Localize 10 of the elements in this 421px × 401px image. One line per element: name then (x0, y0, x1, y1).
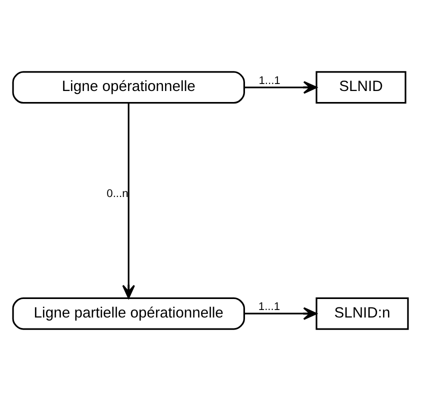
edge-label: 0...n (106, 188, 128, 200)
node-box: Ligne partielle opérationnelle (12, 297, 245, 330)
edge-label: 1...1 (258, 301, 280, 314)
node-box: SLNID (316, 71, 406, 104)
node-box: Ligne opérationnelle (12, 71, 245, 104)
arrow (244, 307, 318, 320)
edge-label: 1...1 (258, 74, 280, 87)
node-box: SLNID:n (316, 297, 409, 330)
arrow (244, 81, 318, 94)
arrow (122, 102, 135, 299)
